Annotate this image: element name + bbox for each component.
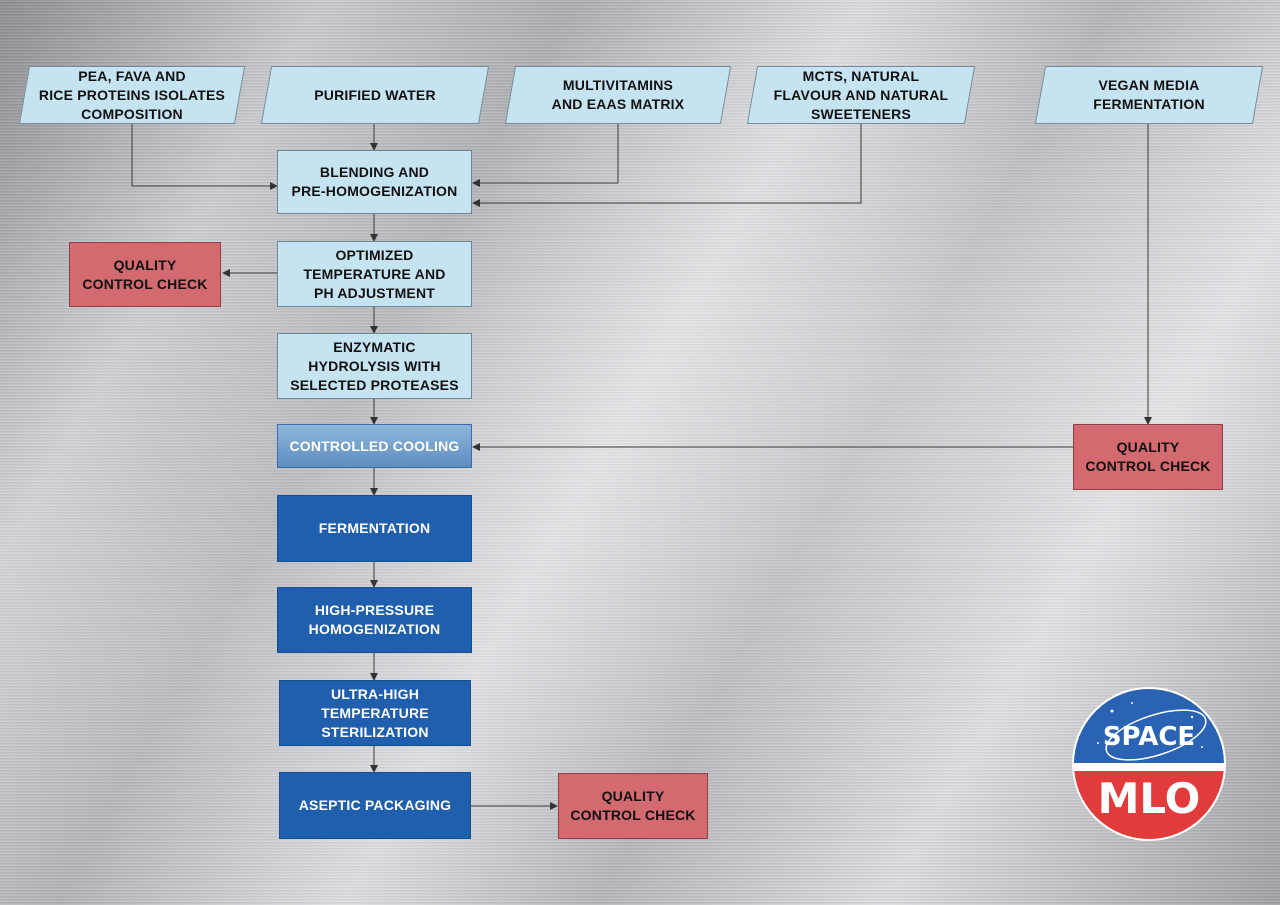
quality-check-1: QUALITY CONTROL CHECK bbox=[69, 242, 221, 307]
quality-check-3: QUALITY CONTROL CHECK bbox=[558, 773, 708, 839]
step-cooling: CONTROLLED COOLING bbox=[277, 424, 472, 468]
input-proteins-label: PEA, FAVA AND RICE PROTEINS ISOLATES COM… bbox=[38, 67, 226, 122]
step-hydrolysis: ENZYMATIC HYDROLYSIS WITH SELECTED PROTE… bbox=[277, 333, 472, 399]
input-mcts-label: MCTs, NATURAL FLAVOUR AND NATURAL SWEETE… bbox=[773, 67, 949, 122]
connector-mcts-to-blending bbox=[472, 124, 862, 207]
logo-top-text: SPACE bbox=[1103, 722, 1195, 752]
step-sterilization: ULTRA-HIGH TEMPERATURE STERILIZATION bbox=[279, 680, 471, 746]
step-packaging: ASEPTIC PACKAGING bbox=[279, 772, 471, 839]
input-proteins: PEA, FAVA AND RICE PROTEINS ISOLATES COM… bbox=[18, 66, 246, 124]
input-vegan-media: VEGAN MEDIA FERMENTATION bbox=[1034, 66, 1264, 124]
input-multivitamins-label: MULTIVITAMINS AND EAAs MATRIX bbox=[551, 77, 685, 112]
input-multivitamins: MULTIVITAMINS AND EAAs MATRIX bbox=[504, 66, 732, 124]
connector-proteins-to-blending bbox=[131, 124, 278, 190]
input-mcts: MCTs, NATURAL FLAVOUR AND NATURAL SWEETE… bbox=[746, 66, 976, 124]
input-water-label: PURIFIED WATER bbox=[314, 86, 436, 103]
space-mlo-logo: SPACE MLO bbox=[1072, 687, 1226, 841]
step-temperature: OPTIMIZED TEMPERATURE AND pH ADJUSTMENT bbox=[277, 241, 472, 307]
step-fermentation: FERMENTATION bbox=[277, 495, 472, 562]
step-blending: BLENDING AND PRE-HOMOGENIZATION bbox=[277, 150, 472, 214]
step-homogenization: HIGH-PRESSURE HOMOGENIZATION bbox=[277, 587, 472, 653]
quality-check-2: QUALITY CONTROL CHECK bbox=[1073, 424, 1223, 490]
connector-multivitamins-to-blending bbox=[472, 124, 619, 187]
logo-bottom-text: MLO bbox=[1098, 774, 1201, 823]
input-vegan-media-label: VEGAN MEDIA FERMENTATION bbox=[1093, 77, 1205, 112]
input-water: PURIFIED WATER bbox=[260, 66, 490, 124]
